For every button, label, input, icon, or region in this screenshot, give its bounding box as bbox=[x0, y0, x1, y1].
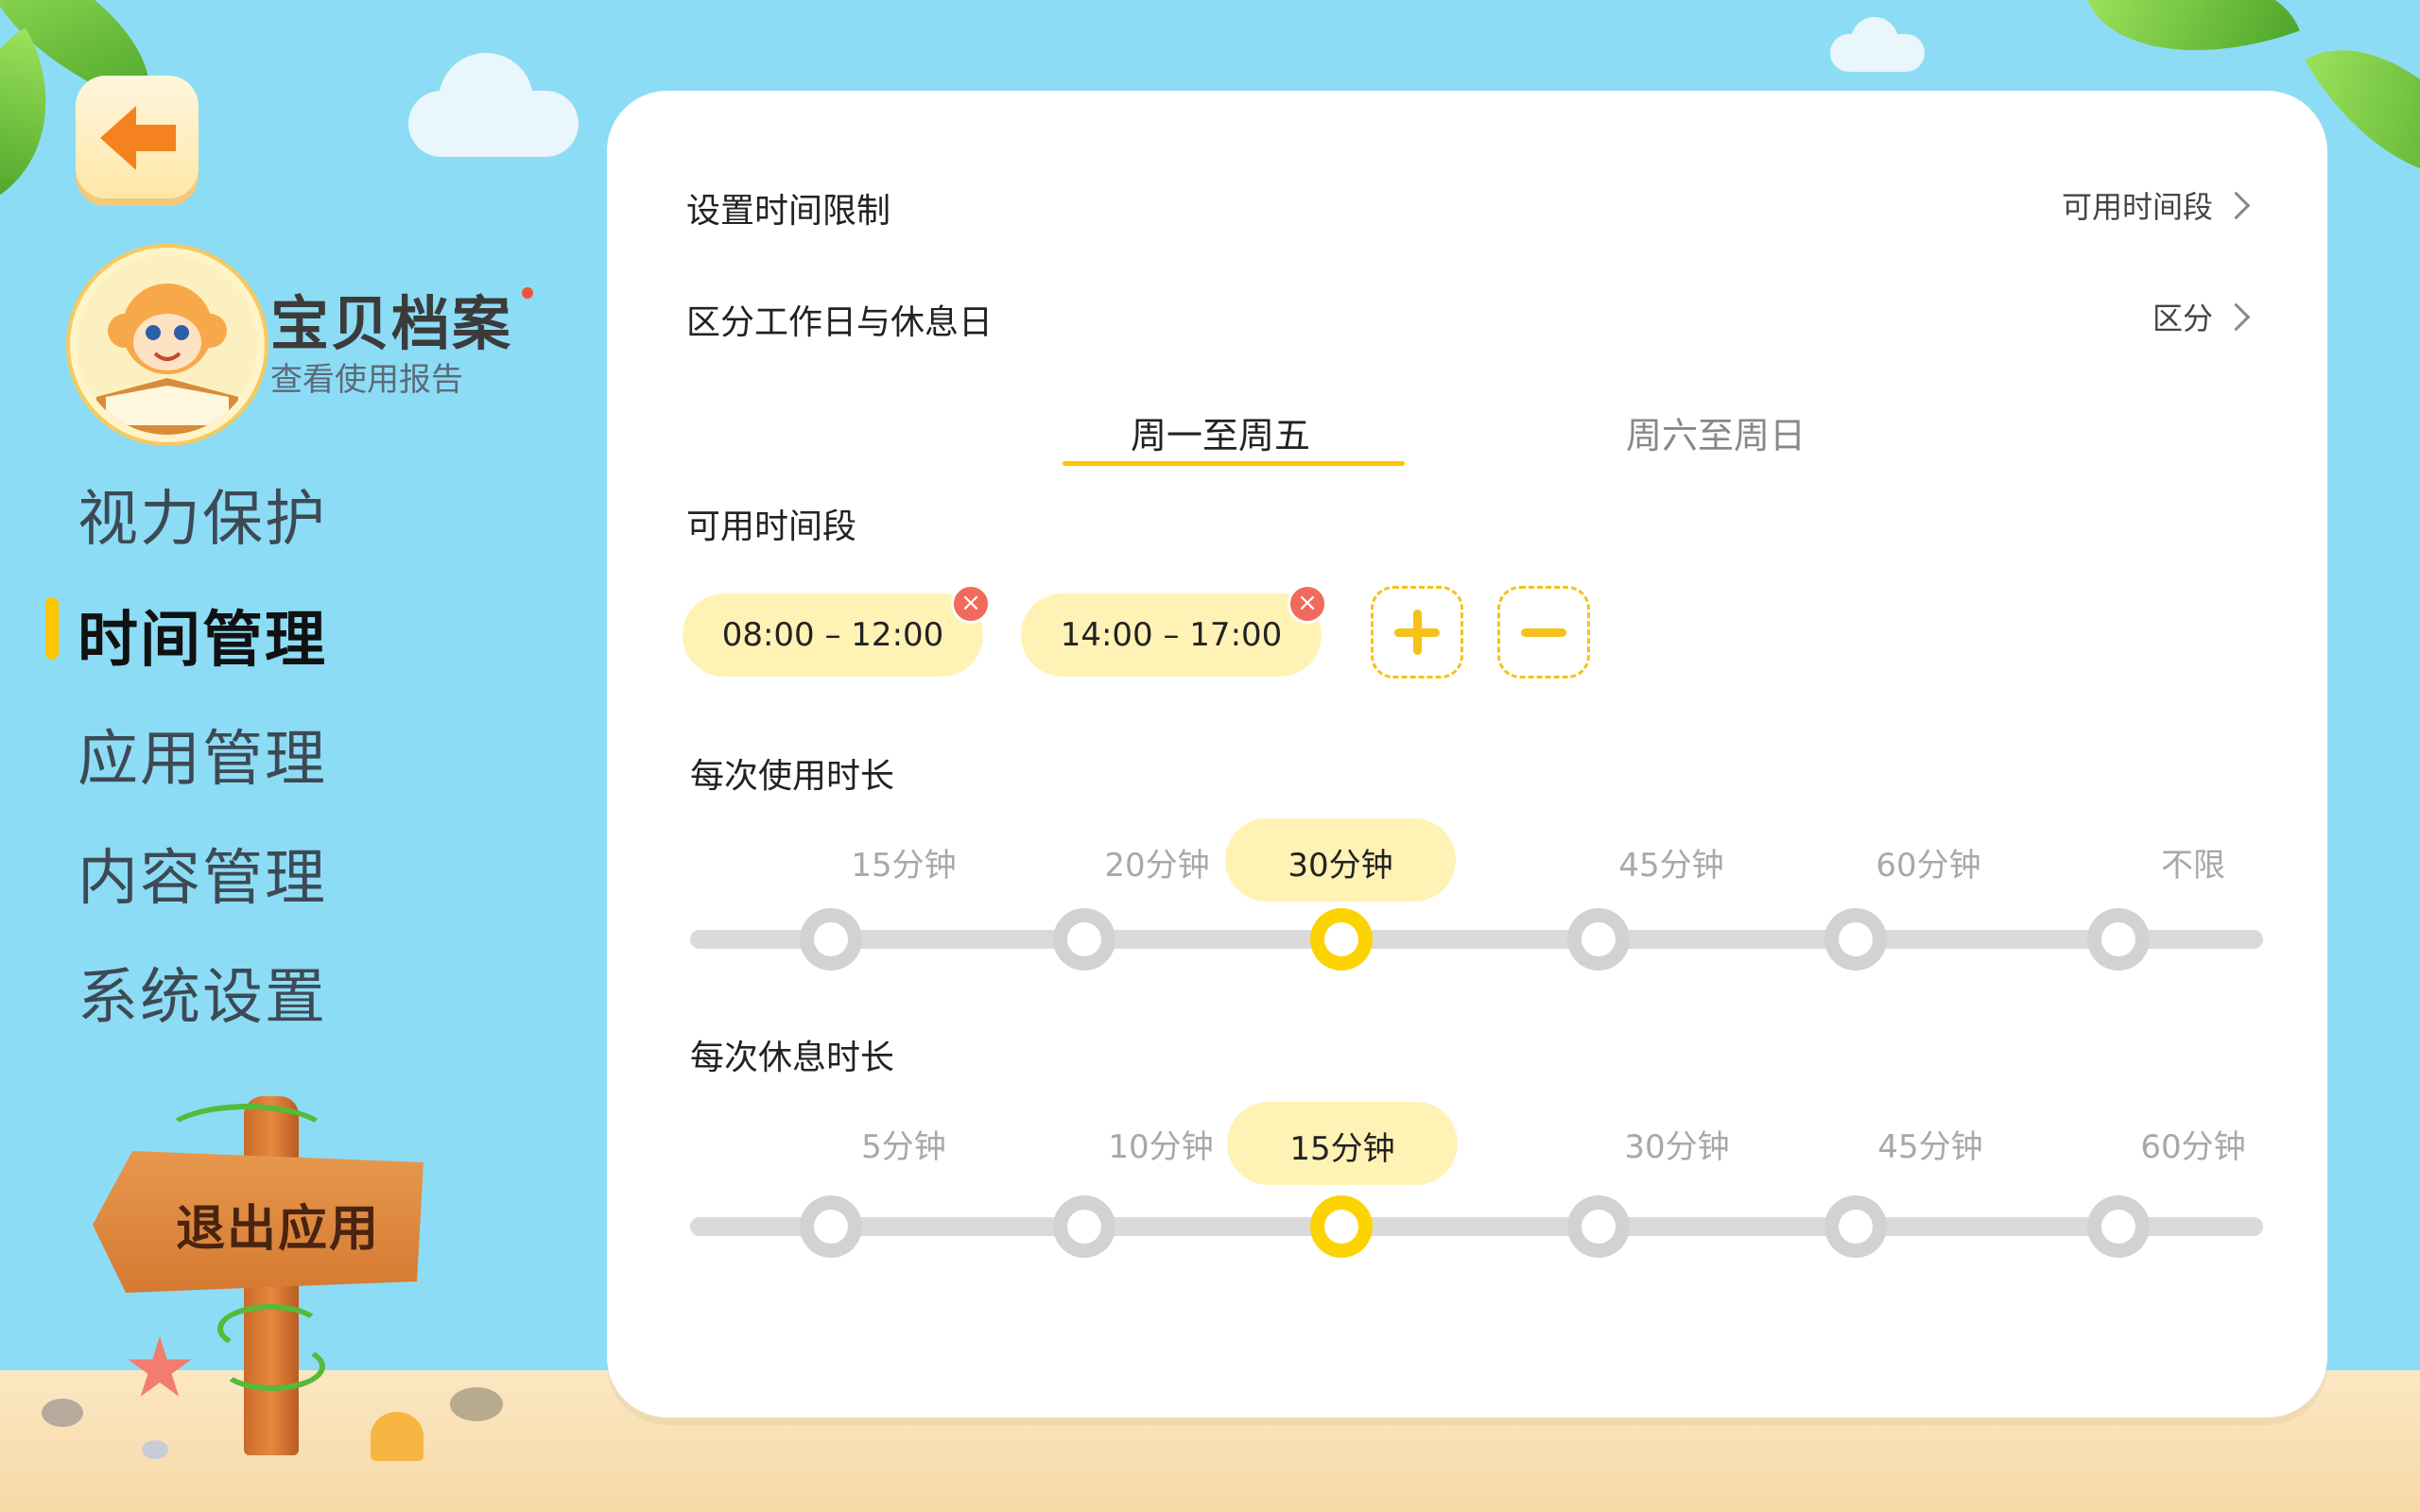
time-limit-setting[interactable]: 可用时间段 bbox=[2061, 183, 2251, 227]
usage-slider-stop[interactable] bbox=[1053, 908, 1115, 971]
selected-option-highlight bbox=[1227, 1102, 1458, 1185]
plus-icon-stroke bbox=[1413, 610, 1422, 655]
cloud-decoration bbox=[439, 53, 533, 147]
rest-slider-stop[interactable] bbox=[1824, 1195, 1887, 1258]
nav-item-time-management[interactable]: 时间管理 bbox=[78, 606, 327, 676]
workday-value: 区分 bbox=[2152, 301, 2213, 336]
selected-option-highlight bbox=[1225, 818, 1456, 902]
tab-underline bbox=[1063, 461, 1405, 466]
close-icon: × bbox=[1297, 589, 1318, 617]
usage-option[interactable]: 60分钟 bbox=[1876, 847, 1981, 885]
minus-icon bbox=[1521, 628, 1566, 637]
leaf-decoration bbox=[2086, 0, 2300, 95]
tab-weekend[interactable]: 周六至周日 bbox=[1626, 415, 1806, 456]
periods-label: 可用时间段 bbox=[686, 507, 857, 546]
cloud-decoration bbox=[1851, 17, 1898, 64]
usage-option[interactable]: 45分钟 bbox=[1618, 847, 1724, 885]
profile-name[interactable]: 宝贝档案 bbox=[270, 289, 513, 358]
avatar[interactable] bbox=[70, 248, 265, 442]
workday-setting[interactable]: 区分 bbox=[2152, 295, 2251, 338]
rest-option-selected[interactable]: 15分钟 bbox=[1289, 1130, 1395, 1168]
nav-item-eye-protection[interactable]: 视力保护 bbox=[78, 485, 327, 555]
chevron-right-icon bbox=[2221, 191, 2251, 220]
workday-label: 区分工作日与休息日 bbox=[686, 303, 994, 342]
chevron-right-icon bbox=[2221, 302, 2251, 332]
exit-app-button[interactable]: 退出应用 bbox=[176, 1201, 381, 1258]
nav-item-system-settings[interactable]: 系统设置 bbox=[78, 963, 327, 1033]
remove-last-period-button[interactable] bbox=[1497, 586, 1590, 679]
monkey-avatar-icon bbox=[78, 255, 257, 435]
usage-slider-stop[interactable] bbox=[2087, 908, 2150, 971]
pebble-decoration bbox=[142, 1440, 168, 1459]
rest-slider-thumb[interactable] bbox=[1310, 1195, 1373, 1258]
nav-item-content-management[interactable]: 内容管理 bbox=[78, 844, 327, 914]
back-button[interactable] bbox=[76, 76, 199, 198]
usage-option[interactable]: 不限 bbox=[2161, 847, 2225, 885]
time-period-chip[interactable]: 08:00 – 12:00 bbox=[683, 593, 983, 677]
rest-option[interactable]: 45分钟 bbox=[1877, 1128, 1983, 1166]
close-icon: × bbox=[960, 589, 981, 617]
back-arrow-icon bbox=[100, 106, 176, 170]
time-period-chip[interactable]: 14:00 – 17:00 bbox=[1021, 593, 1322, 677]
pebble-decoration bbox=[42, 1399, 83, 1427]
remove-period-button[interactable]: × bbox=[951, 584, 991, 624]
rest-option[interactable]: 10分钟 bbox=[1108, 1128, 1214, 1166]
rest-slider-track[interactable] bbox=[690, 1217, 2263, 1236]
vine-decoration bbox=[219, 1342, 325, 1391]
rest-slider-stop[interactable] bbox=[1567, 1195, 1630, 1258]
rest-option[interactable]: 5分钟 bbox=[861, 1128, 946, 1166]
rest-option[interactable]: 30分钟 bbox=[1624, 1128, 1730, 1166]
rest-option[interactable]: 60分钟 bbox=[2140, 1128, 2246, 1166]
settings-card: 设置时间限制 可用时间段 区分工作日与休息日 区分 周一至周五 周六至周日 可用… bbox=[607, 91, 2327, 1418]
seashell-decoration bbox=[371, 1412, 424, 1461]
remove-period-button[interactable]: × bbox=[1288, 584, 1327, 624]
rest-duration-label: 每次休息时长 bbox=[690, 1039, 895, 1077]
usage-slider-stop[interactable] bbox=[800, 908, 862, 971]
exit-sign-board[interactable] bbox=[93, 1151, 424, 1293]
profile-subtitle[interactable]: 查看使用报告 bbox=[270, 361, 463, 399]
rest-slider-stop[interactable] bbox=[2087, 1195, 2150, 1258]
vine-decoration bbox=[161, 1104, 333, 1172]
pebble-decoration bbox=[450, 1387, 503, 1421]
usage-slider-stop[interactable] bbox=[1824, 908, 1887, 971]
usage-slider-stop[interactable] bbox=[1567, 908, 1630, 971]
usage-option[interactable]: 15分钟 bbox=[851, 847, 957, 885]
time-limit-label: 设置时间限制 bbox=[686, 192, 891, 231]
add-period-button[interactable] bbox=[1371, 586, 1463, 679]
active-nav-marker bbox=[45, 597, 59, 660]
usage-slider-track[interactable] bbox=[690, 930, 2263, 949]
vine-decoration bbox=[217, 1304, 323, 1353]
nav-item-app-management[interactable]: 应用管理 bbox=[78, 725, 327, 795]
usage-option[interactable]: 20分钟 bbox=[1104, 847, 1210, 885]
rest-slider-stop[interactable] bbox=[1053, 1195, 1115, 1258]
rest-slider-stop[interactable] bbox=[800, 1195, 862, 1258]
usage-option-selected[interactable]: 30分钟 bbox=[1288, 847, 1393, 885]
notification-dot bbox=[522, 287, 533, 299]
usage-duration-label: 每次使用时长 bbox=[690, 757, 895, 796]
time-limit-value: 可用时间段 bbox=[2061, 189, 2213, 225]
tab-weekdays[interactable]: 周一至周五 bbox=[1131, 415, 1311, 456]
usage-slider-thumb[interactable] bbox=[1310, 908, 1373, 971]
